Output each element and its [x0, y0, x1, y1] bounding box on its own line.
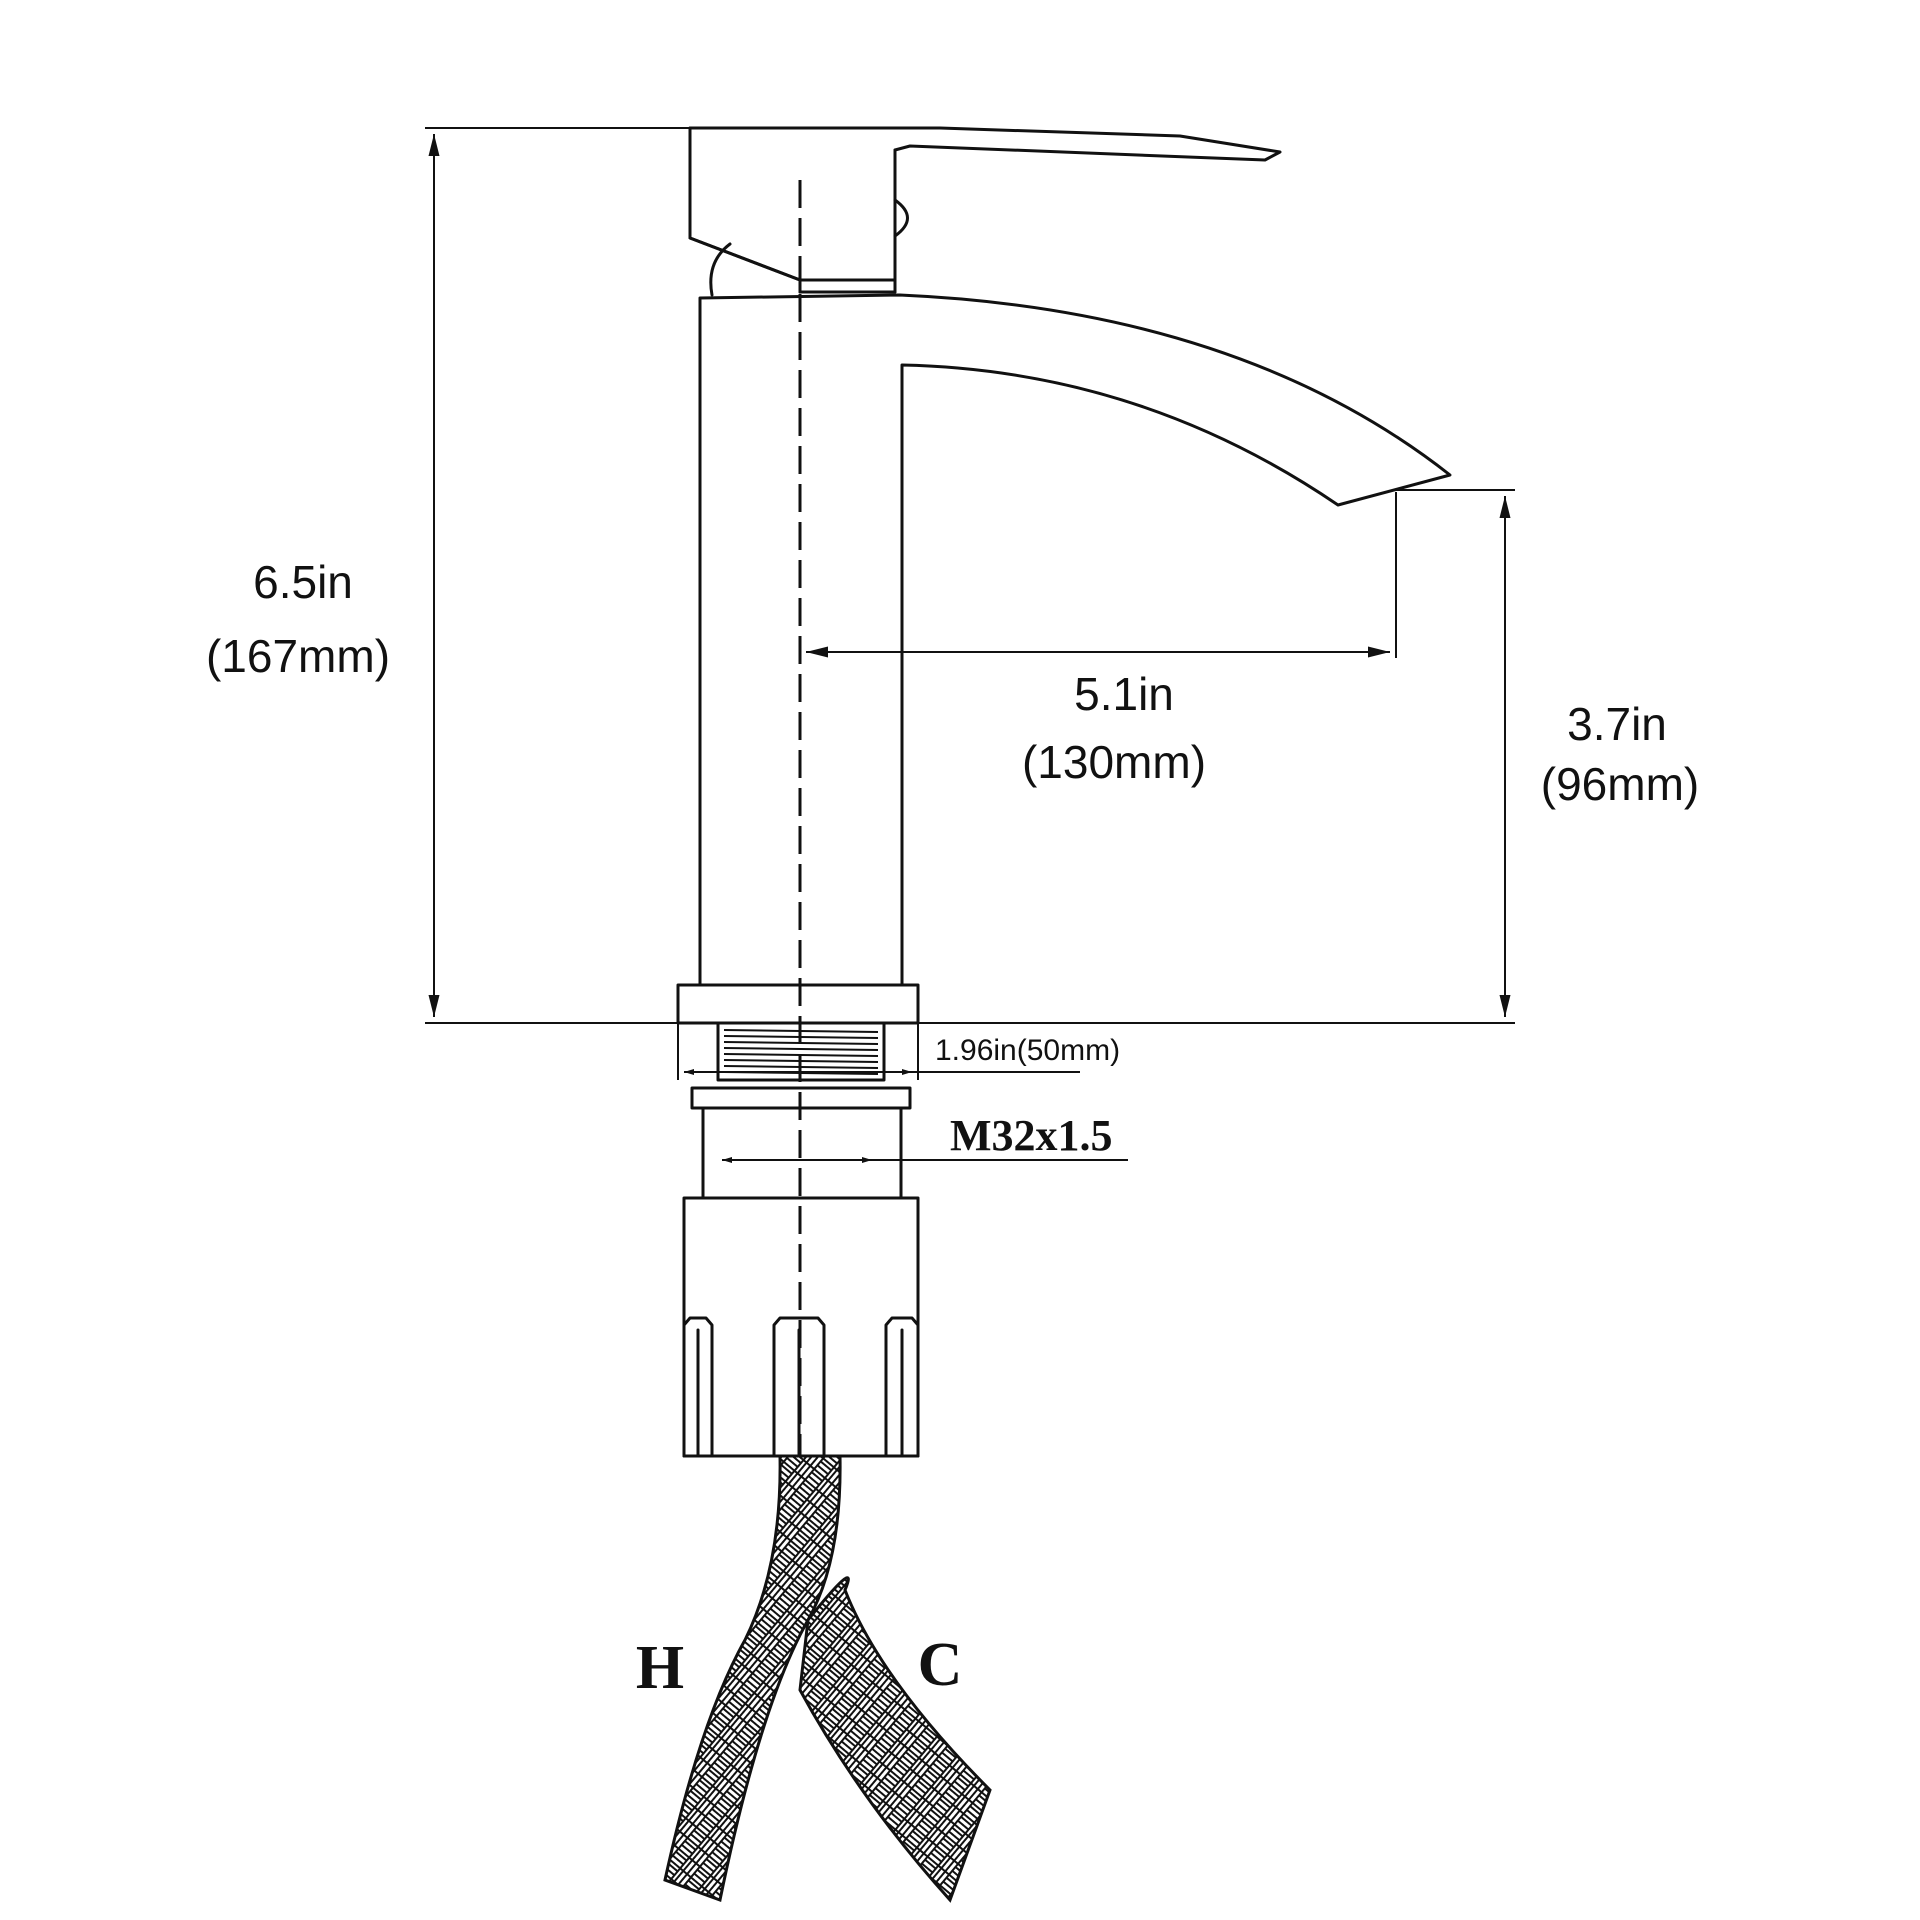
threaded-shank [682, 1021, 920, 1458]
spout-height-mm-label: (96mm) [1541, 758, 1699, 810]
thread-size-label: M32x1.5 [950, 1111, 1113, 1160]
dimension-total-height: 6.5in (167mm) [206, 127, 1515, 1024]
thread-line [723, 1047, 879, 1051]
spout-reach-mm-label: (130mm) [1022, 736, 1206, 788]
spout-height-in-label: 3.7in [1567, 698, 1667, 750]
base-diameter-label: 1.96in(50mm) [935, 1034, 1120, 1067]
faucet-body [698, 293, 1452, 987]
dimension-spout-reach: 5.1in (130mm) [806, 492, 1397, 788]
hose-cold [798, 1576, 992, 1903]
spout-reach-in-label: 5.1in [1074, 668, 1174, 720]
hot-hose-label: H [636, 1634, 684, 1702]
dimension-base-diameter: 1.96in(50mm) [677, 1023, 1120, 1080]
handle [688, 126, 1282, 297]
base-flange [676, 983, 920, 1025]
total-height-mm-label: (167mm) [206, 630, 390, 682]
total-height-in-label: 6.5in [253, 556, 353, 608]
dimension-spout-height: 3.7in (96mm) [1396, 489, 1699, 1017]
cold-hose-label: C [918, 1631, 963, 1699]
dimension-thread: M32x1.5 [722, 1111, 1128, 1163]
knob-flute [884, 1316, 920, 1458]
knob-flute [682, 1316, 714, 1458]
hose-hot [663, 1454, 842, 1903]
